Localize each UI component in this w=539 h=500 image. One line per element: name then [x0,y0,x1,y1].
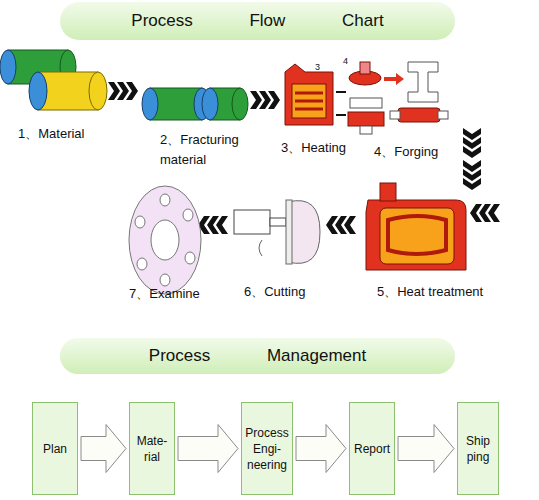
block-arrow [81,425,126,473]
section-band: Process Management [60,338,455,374]
block-arrow [398,425,454,473]
band-title: Process Management [149,346,366,366]
process-box: Mate- rial [129,402,175,495]
box-label: Plan [43,441,67,457]
block-arrow [296,425,346,473]
band-title: Process Flow Chart [131,11,383,31]
process-box: Process Engi- neering [241,402,293,495]
process-box: Plan [32,402,78,495]
step-label: 7、Examine [129,284,200,304]
title-band: Process Flow Chart [60,2,455,40]
step-label: 2、Fracturing material [160,130,260,170]
box-label: Process Engi- neering [245,425,289,473]
process-box: Report [349,402,395,495]
step-label: 5、Heat treatment [377,282,483,302]
box-label: Report [354,441,390,457]
block-arrow [178,425,238,473]
step-label: 3、Heating [281,138,346,158]
box-label: Mate- rial [133,433,171,465]
step-label: 6、Cutting [244,282,305,302]
callout-number: 3 [315,62,320,72]
step-label: 1、Material [18,124,84,144]
process-box: Ship ping [457,402,499,495]
step-label: 4、Forging [374,142,438,162]
callout-number: 4 [343,56,348,66]
box-label: Ship ping [461,433,495,465]
